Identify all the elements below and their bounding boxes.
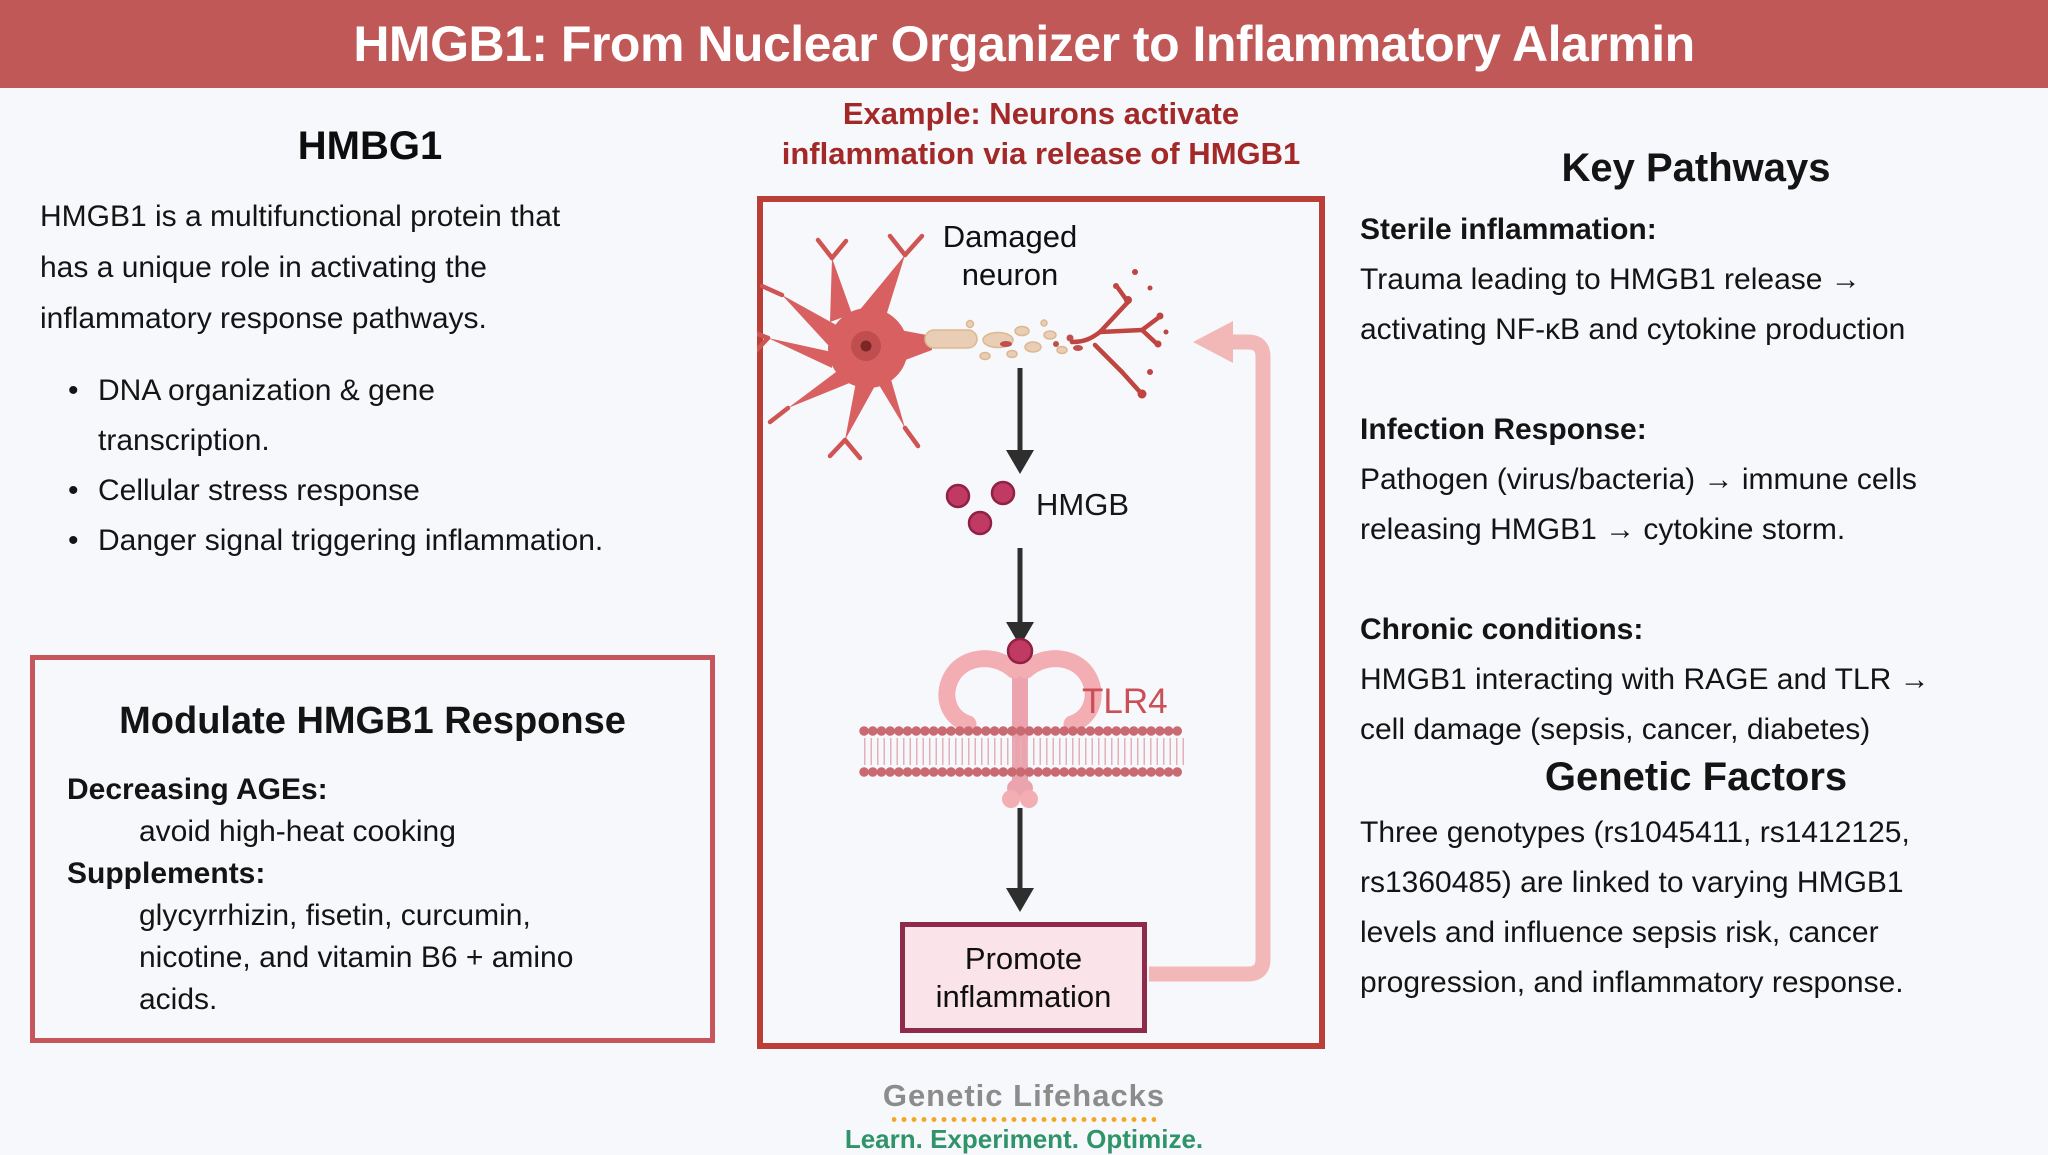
modulate-item-detail: avoid high-heat cooking <box>139 815 456 848</box>
left-bullet-list: • DNA organization & gene transcription.… <box>40 366 700 566</box>
center-example-title: Example: Neurons activate inflammation v… <box>757 94 1325 174</box>
bullet-icon: • <box>68 524 79 557</box>
brand-footer: Genetic Lifehacks Learn. Experiment. Opt… <box>824 1078 1224 1155</box>
pathway-section-chronic: Chronic conditions: HMGB1 interacting wi… <box>1360 605 2032 755</box>
damaged-neuron-icon <box>757 233 1169 461</box>
genetic-factors-body: Three genotypes (rs1045411, rs1412125, r… <box>1360 816 1910 999</box>
genetic-factors-heading: Genetic Factors <box>1544 755 1848 799</box>
dotted-divider-icon <box>892 1116 1156 1123</box>
damaged-neuron-label: Damaged neuron <box>942 219 1078 292</box>
cell-membrane-icon <box>859 726 1189 777</box>
tlr4-receptor-icon <box>938 637 1102 808</box>
down-arrow-icon <box>1006 808 1034 912</box>
section-body: Trauma leading to HMGB1 release → activa… <box>1360 263 1906 346</box>
hmgb-molecules-icon <box>945 480 1016 536</box>
pathway-diagram <box>757 233 1271 982</box>
section-title: Chronic conditions: <box>1360 613 1644 646</box>
modulate-item-detail: glycyrrhizin, fisetin, curcumin, nicotin… <box>139 899 574 1016</box>
page-title: HMGB1: From Nuclear Organizer to Inflamm… <box>353 16 1695 72</box>
left-heading: HMBG1 <box>297 124 443 168</box>
key-pathways-heading: Key Pathways <box>1561 146 1831 190</box>
bullet-icon: • <box>68 374 79 407</box>
bullet-text: Cellular stress response <box>98 474 420 507</box>
hmgb-label: HMGB <box>1036 487 1129 522</box>
banner: HMGB1: From Nuclear Organizer to Inflamm… <box>0 0 2048 88</box>
list-item: • DNA organization & gene transcription. <box>40 366 700 466</box>
section-body: HMGB1 interacting with RAGE and TLR → ce… <box>1360 663 1930 746</box>
modulate-item-label: Supplements: <box>67 857 266 890</box>
brand-logo: Genetic Lifehacks <box>882 1078 1166 1113</box>
bullet-text: Danger signal triggering inflammation. <box>98 524 604 557</box>
modulate-item-label: Decreasing AGEs: <box>67 773 328 806</box>
bullet-text: DNA organization & gene transcription. <box>98 374 435 457</box>
section-title: Sterile inflammation: <box>1360 213 1657 246</box>
list-item: • Cellular stress response <box>40 466 700 516</box>
modulate-response-box: Modulate HMGB1 Response Decreasing AGEs:… <box>30 655 715 1043</box>
tlr4-label: TLR4 <box>1082 682 1168 721</box>
bullet-icon: • <box>68 474 79 507</box>
pathway-diagram-box <box>757 196 1325 1049</box>
left-paragraph: HMGB1 is a multifunctional protein that … <box>40 200 561 335</box>
left-column: HMBG1 HMGB1 is a multifunctional protein… <box>40 124 700 566</box>
down-arrow-icon <box>1006 548 1034 646</box>
section-body: Pathogen (virus/bacteria) → immune cells… <box>1360 463 1917 546</box>
list-item: • Danger signal triggering inflammation. <box>40 516 700 566</box>
promote-inflammation-box: Promote inflammation <box>900 922 1147 1033</box>
center-title-line2: inflammation via release of HMGB1 <box>781 136 1301 171</box>
pathway-section-sterile: Sterile inflammation: Trauma leading to … <box>1360 205 2032 355</box>
promote-inflammation-label: Promote inflammation <box>935 940 1112 1014</box>
down-arrow-icon <box>1006 368 1034 474</box>
modulate-heading: Modulate HMGB1 Response <box>119 700 626 742</box>
section-title: Infection Response: <box>1360 413 1647 446</box>
brand-tagline: Learn. Experiment. Optimize. <box>844 1124 1204 1154</box>
right-column: Key Pathways Sterile inflammation: Traum… <box>1360 146 2032 1008</box>
pathway-section-infection: Infection Response: Pathogen (virus/bact… <box>1360 405 2032 555</box>
modulate-body: Decreasing AGEs: avoid high-heat cooking… <box>67 769 710 1021</box>
feedback-arrow-icon <box>1149 321 1271 982</box>
center-title-line1: Example: Neurons activate <box>842 96 1240 131</box>
